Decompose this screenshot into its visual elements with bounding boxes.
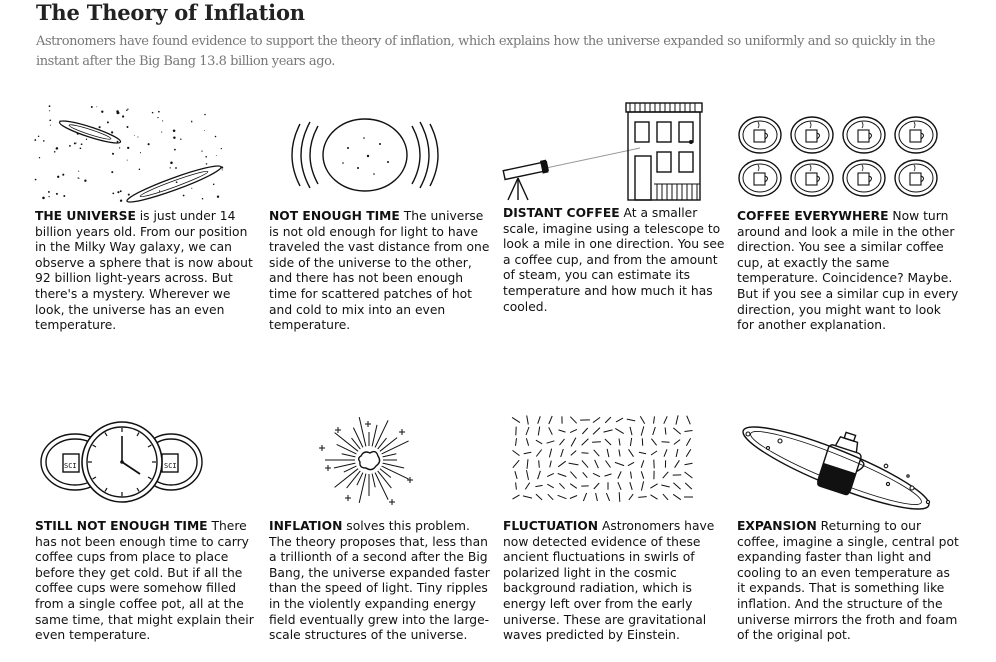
panel-heading: INFLATION: [269, 519, 343, 533]
big-bang-burst-icon: [318, 416, 422, 508]
telescope-building-icon: [502, 100, 706, 202]
panel-heading: STILL NOT ENOUGH TIME: [35, 519, 208, 533]
panel-universe: THE UNIVERSE is just under 14 billion ye…: [35, 209, 257, 334]
coffee-pot-orbit-icon: [740, 426, 936, 510]
panel-text: Astronomers have now detected evidence o…: [503, 519, 715, 643]
cup-label: SCI: [64, 462, 77, 470]
panel-heading: THE UNIVERSE: [35, 209, 136, 223]
panel-text: Returning to our coffee, imagine a singl…: [737, 519, 959, 643]
panel-text: At a smaller scale, imagine using a tele…: [503, 206, 725, 314]
page-title: The Theory of Inflation: [36, 0, 305, 25]
panel-distant-coffee: DISTANT COFFEE At a smaller scale, imagi…: [503, 206, 725, 315]
panel-text: is just under 14 billion years old. From…: [35, 209, 253, 333]
page-subtitle: Astronomers have found evidence to suppo…: [36, 34, 936, 69]
panel-heading: DISTANT COFFEE: [503, 206, 620, 220]
panel-expansion: EXPANSION Returning to our coffee, imagi…: [737, 519, 959, 644]
panel-heading: EXPANSION: [737, 519, 817, 533]
panel-text: solves this problem. The theory proposes…: [269, 519, 490, 643]
polarization-field-icon: [510, 414, 696, 506]
clock-cups-icon: SCI SCI: [40, 421, 204, 503]
panel-text: Now turn around and look a mile in the o…: [737, 209, 959, 333]
panel-not-enough-time: NOT ENOUGH TIME The universe is not old …: [269, 209, 491, 334]
panel-heading: COFFEE EVERYWHERE: [737, 209, 889, 223]
panel-text: There has not been enough time to carry …: [35, 519, 254, 643]
panel-heading: FLUCTUATION: [503, 519, 599, 533]
panel-heading: NOT ENOUGH TIME: [269, 209, 400, 223]
panel-inflation: INFLATION solves this problem. The theor…: [269, 519, 491, 644]
panel-coffee-everywhere: COFFEE EVERYWHERE Now turn around and lo…: [737, 209, 959, 334]
coffee-cups-grid-icon: [738, 116, 938, 198]
panel-still-not-enough-time: STILL NOT ENOUGH TIME There has not been…: [35, 519, 257, 644]
cup-label: SCI: [164, 462, 177, 470]
panel-fluctuation: FLUCTUATION Astronomers have now detecte…: [503, 519, 725, 644]
observable-universe-icon: [288, 118, 442, 194]
galaxies-icon: [34, 104, 226, 206]
panel-text: The universe is not old enough for light…: [269, 209, 490, 333]
